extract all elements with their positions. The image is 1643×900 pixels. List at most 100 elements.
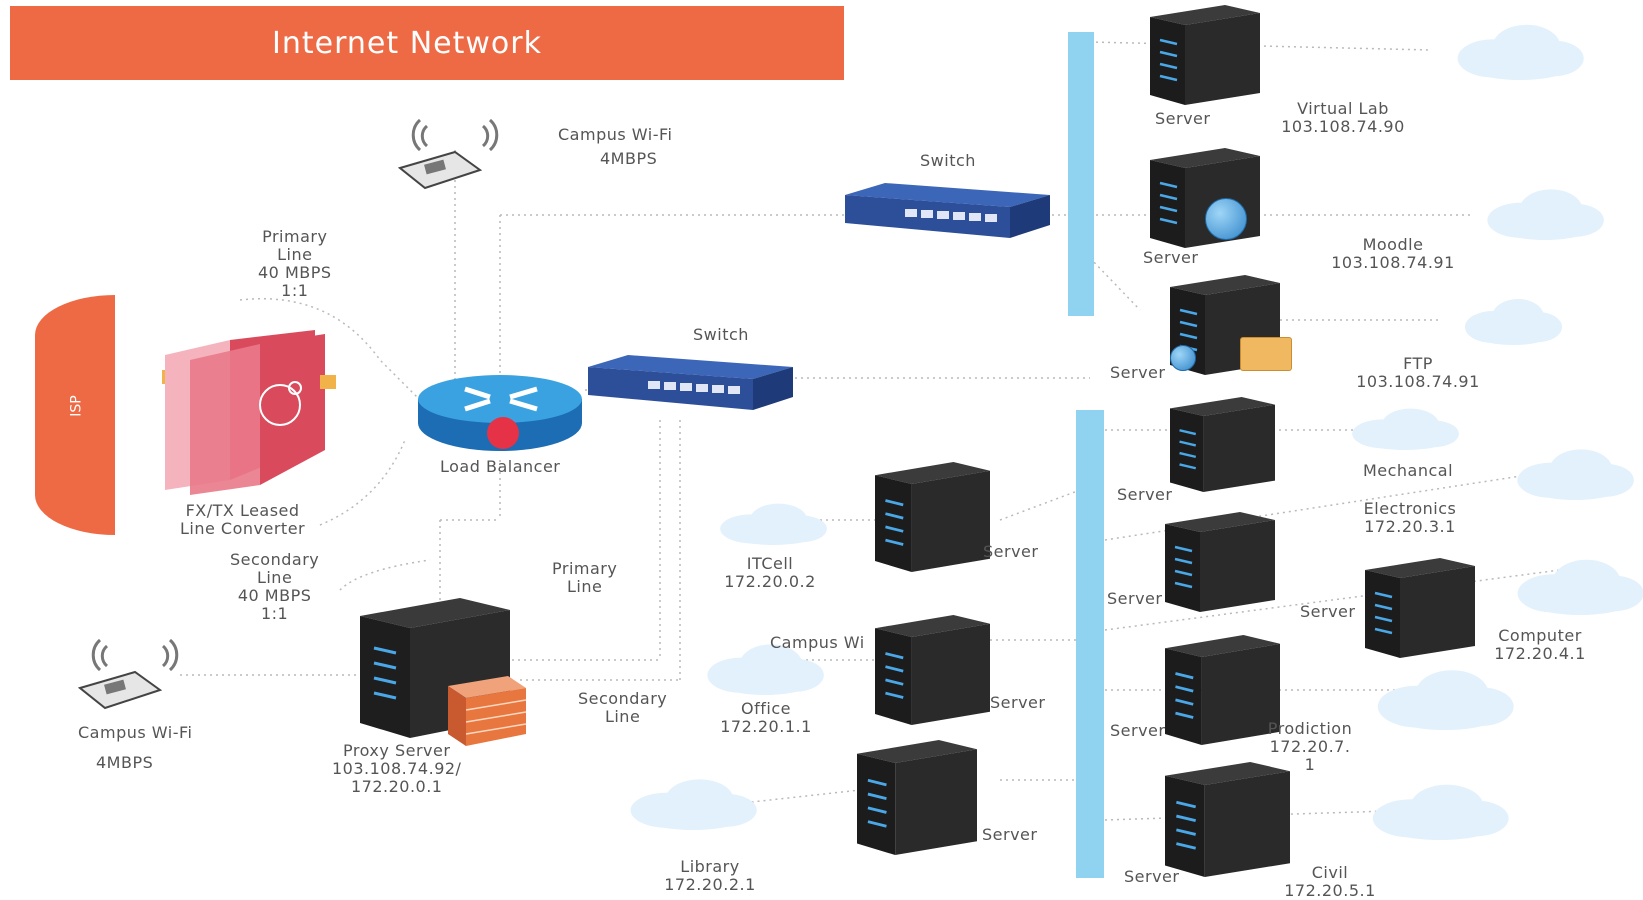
right-server-name: Mechancal	[1362, 461, 1454, 480]
server-icon	[1165, 762, 1290, 877]
primary-line-l1: Primary	[262, 227, 328, 246]
proxy-l1: Proxy Server	[343, 741, 451, 760]
page-title: Internet Network	[272, 25, 542, 61]
switch-mid-label: Switch	[693, 325, 749, 344]
right-server-name: Prodiction	[1267, 719, 1353, 738]
server-label: Server	[1300, 602, 1356, 621]
proxy-label: Proxy Server 103.108.74.92/ 172.20.0.1	[332, 742, 461, 796]
server-icon	[857, 740, 977, 855]
wifi-bottom-name: Campus Wi-Fi	[78, 723, 193, 742]
lb-primary-line-label: Primary Line	[552, 560, 617, 596]
switch-icon	[845, 183, 1050, 238]
lb-secondary-line-label: Secondary Line	[578, 690, 667, 726]
primary-line-l3: 40 MBPS	[258, 263, 332, 282]
load-balancer-label: Load Balancer	[440, 457, 561, 476]
network-bus-top	[1068, 32, 1094, 316]
server-icon	[875, 615, 990, 725]
switch-icon	[588, 355, 793, 410]
cloud-icon	[1485, 185, 1605, 240]
converter-label-line2: Line Converter	[180, 519, 306, 538]
media-converter-icon	[162, 330, 336, 495]
campus-wifi-partial-label: Campus Wi	[770, 633, 865, 652]
server-label: Server	[1124, 867, 1180, 886]
right-server-ip: 172.20.7.	[1269, 737, 1351, 756]
secondary-line-label: Secondary Line 40 MBPS 1:1	[230, 551, 319, 623]
server-icon	[1165, 635, 1280, 745]
left-server-name: Library	[680, 857, 740, 876]
primary-line-label: Primary Line 40 MBPS 1:1	[258, 228, 332, 300]
right-server-ip: 172.20.4.1	[1494, 644, 1586, 663]
server-icon	[1170, 397, 1275, 492]
server-label: Server	[1110, 721, 1166, 740]
right-server-ip: 103.108.74.90	[1281, 117, 1405, 136]
cloud-icon	[705, 640, 825, 695]
server-icon	[1150, 148, 1260, 248]
lb-primary-l1: Primary	[552, 559, 618, 578]
cloud-icon	[1455, 20, 1585, 80]
right-server-name: Virtual Lab	[1297, 99, 1389, 118]
left-server-ip: 172.20.0.2	[724, 572, 816, 591]
folder-icon	[1240, 337, 1292, 371]
wifi-router-icon	[77, 638, 179, 710]
cloud-icon	[1375, 665, 1515, 730]
server-label: Server	[1155, 109, 1211, 128]
wifi-bottom-speed: 4MBPS	[96, 753, 154, 772]
cloud-icon	[718, 500, 828, 545]
isp-label: ISP	[68, 395, 85, 417]
lb-secondary-l1: Secondary	[578, 689, 668, 708]
server-label: Server	[982, 825, 1038, 844]
server-label: Server	[1110, 363, 1166, 382]
right-server-ip: 103.108.74.91	[1331, 253, 1455, 272]
wifi-top-speed: 4MBPS	[600, 149, 658, 168]
right-server-ip: 172.20.5.1	[1284, 881, 1376, 900]
right-server-name: Moodle	[1362, 235, 1424, 254]
server-icon	[1165, 512, 1275, 612]
cloud-icon	[1515, 445, 1635, 500]
server-icon	[1150, 5, 1260, 105]
right-server-name: Civil	[1311, 863, 1349, 882]
cloud-icon	[1350, 405, 1460, 450]
server-icon	[1365, 558, 1475, 658]
server-label: Server	[983, 542, 1039, 561]
left-server-name: Office	[741, 699, 791, 718]
server-label: Server	[1143, 248, 1199, 267]
primary-line-l4: 1:1	[281, 281, 309, 300]
server-label: Server	[1117, 485, 1173, 504]
isp-shape	[35, 295, 115, 535]
right-server-ip: 103.108.74.91	[1356, 372, 1480, 391]
server-label: Server	[1107, 589, 1163, 608]
right-server-ip: 172.20.3.1	[1364, 517, 1456, 536]
wifi-router-icon	[397, 118, 499, 190]
lb-primary-l2: Line	[566, 577, 603, 596]
title-banner: Internet Network	[10, 6, 844, 80]
right-server-name: FTP	[1403, 354, 1433, 373]
right-server-ip2: 1	[1304, 755, 1316, 774]
proxy-l3: 172.20.0.1	[350, 777, 443, 796]
converter-label-line1: FX/TX Leased	[185, 501, 300, 520]
secondary-line-l3: 40 MBPS	[237, 586, 312, 605]
server-label: Server	[990, 693, 1046, 712]
cloud-icon	[1463, 295, 1563, 345]
network-bus-bottom	[1076, 410, 1104, 878]
cloud-icon	[1515, 555, 1643, 615]
left-server-ip: 172.20.1.1	[720, 717, 812, 736]
proxy-l2: 103.108.74.92/	[332, 759, 462, 778]
right-server-name: Computer	[1498, 626, 1582, 645]
globe-icon	[1170, 345, 1196, 371]
firewall-icon	[448, 676, 526, 746]
wifi-top-name: Campus Wi-Fi	[558, 125, 673, 144]
primary-line-l2: Line	[277, 245, 313, 264]
globe-icon	[1205, 198, 1247, 240]
lb-secondary-l2: Line	[604, 707, 641, 726]
right-server-caption: Mechancal	[1363, 462, 1453, 480]
switch-top-label: Switch	[920, 151, 976, 170]
